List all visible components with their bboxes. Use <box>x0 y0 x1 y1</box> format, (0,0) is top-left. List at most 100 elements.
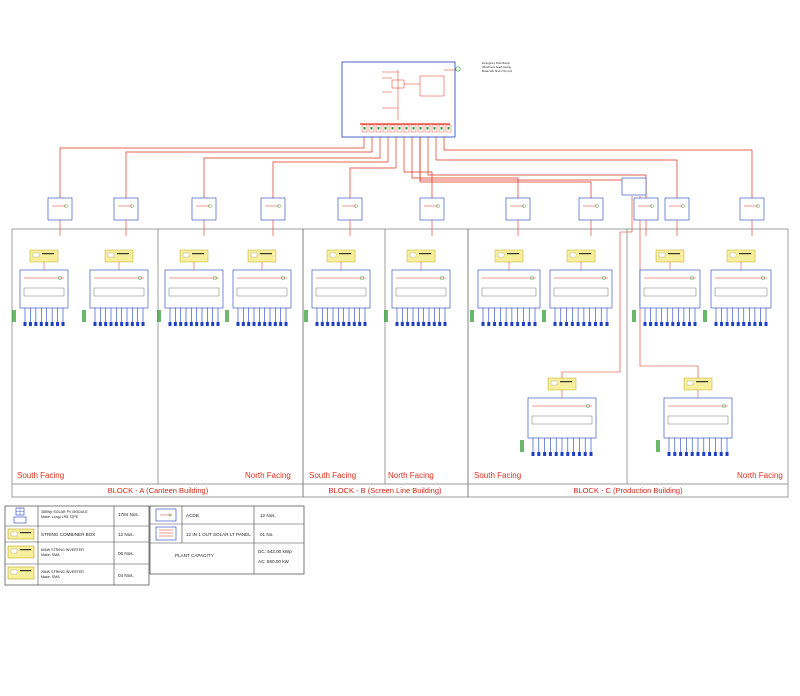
fuse-strip <box>531 415 593 425</box>
pv-string <box>411 322 415 326</box>
pv-string <box>336 322 340 326</box>
acdb-indicator <box>681 204 685 208</box>
pv-string <box>720 322 724 326</box>
inverter-unit <box>384 249 451 326</box>
acdb-indicator <box>595 204 599 208</box>
inverter-slot <box>739 253 751 255</box>
inverter-unit <box>542 249 613 326</box>
string-marker <box>225 310 229 322</box>
feeder-cable <box>203 132 381 198</box>
pv-string <box>263 322 267 326</box>
pv-string <box>358 322 362 326</box>
inverter-slot <box>117 253 129 255</box>
breaker-indicator <box>433 127 436 130</box>
emergency-note-2: (Mushroom head) having <box>482 65 511 69</box>
combiner-box-icon <box>7 528 35 540</box>
acdb-indicator <box>64 204 68 208</box>
emergency-note-1: Emergency Push Button <box>482 61 511 65</box>
block-b-south-label: South Facing <box>309 471 356 480</box>
inverter-unit <box>632 249 701 326</box>
fuse-strip <box>643 287 697 297</box>
pv-string <box>725 322 729 326</box>
pv-string <box>599 322 603 326</box>
pv-string <box>236 322 240 326</box>
fuse-strip <box>553 287 609 297</box>
block-a-north-label: North Facing <box>245 471 291 480</box>
legend-combiner-qty: 12 Nos. <box>118 532 134 537</box>
breaker-indicator <box>440 127 443 130</box>
pv-string <box>125 322 129 326</box>
pv-string <box>363 322 367 326</box>
pv-string <box>572 452 576 456</box>
feeder-cable <box>435 132 678 198</box>
pv-string <box>104 322 108 326</box>
string-marker <box>470 310 474 322</box>
pv-string <box>560 452 564 456</box>
pv-string <box>577 452 581 456</box>
combiner-indicator <box>212 276 217 281</box>
pv-string <box>39 322 43 326</box>
pv-string <box>416 322 420 326</box>
inverter-slot <box>696 381 708 383</box>
fuse-strip <box>93 287 145 297</box>
pv-string <box>205 322 209 326</box>
pv-string <box>708 452 712 456</box>
inverter-unit <box>82 249 149 326</box>
pv-string <box>498 322 502 326</box>
combiner-indicator <box>690 276 695 281</box>
feeder-cable <box>403 132 433 198</box>
pv-string <box>753 322 757 326</box>
breaker-indicator <box>384 127 387 130</box>
inverter-unit <box>703 249 772 326</box>
pv-module-icon <box>13 507 27 524</box>
block-a-title: BLOCK - A (Canteen Building) <box>108 486 209 495</box>
inverter-unit <box>520 377 597 456</box>
combiner-indicator <box>602 276 607 281</box>
inverter-slot <box>507 253 519 255</box>
combiner-indicator <box>281 276 286 281</box>
plant-capacity-ac: AC: 560.00 kW <box>258 559 290 564</box>
pv-string <box>719 452 723 456</box>
legend-pv-name-1: 385Wp SOLAR PV MODULE <box>41 510 88 514</box>
fuse-strip <box>481 287 537 297</box>
acdb-indicator <box>522 204 526 208</box>
string-marker <box>304 310 308 322</box>
pv-string <box>684 452 688 456</box>
pv-string <box>56 322 60 326</box>
lt-panel-icon <box>155 526 177 541</box>
pv-string <box>714 322 718 326</box>
pv-string <box>693 322 697 326</box>
acdb-box <box>260 197 286 221</box>
acdb-box <box>191 197 217 221</box>
pv-string <box>326 322 330 326</box>
acdb-box <box>113 197 139 221</box>
acdb-indicator <box>650 204 654 208</box>
string-marker <box>656 440 660 452</box>
pv-string <box>342 322 346 326</box>
pv-string <box>136 322 140 326</box>
pv-string <box>649 322 653 326</box>
legend-table-left: 385Wp SOLAR PV MODULE Make: Longi LR5-72… <box>4 505 150 586</box>
feeder-cable <box>419 132 592 198</box>
legend-ltpanel-name: 12 IN 1 OUT SOLAR LT PANEL <box>186 532 251 537</box>
inverter-60kw-icon <box>7 545 35 559</box>
legend-inv60-qty: 06 Nos. <box>118 551 134 556</box>
feeder-cable <box>443 132 753 198</box>
string-marker <box>632 310 636 322</box>
pv-string <box>533 322 537 326</box>
feeder-cable <box>419 132 632 181</box>
pv-string <box>702 452 706 456</box>
emergency-button-icon <box>455 66 461 72</box>
pv-string <box>576 322 580 326</box>
acdb-box <box>47 197 73 221</box>
fuse-strip <box>714 287 768 297</box>
inverter-display <box>658 252 666 258</box>
inverter-slot <box>579 253 591 255</box>
block-b-title: BLOCK - B (Screen Line Building) <box>329 486 442 495</box>
pv-string <box>61 322 65 326</box>
pv-string <box>548 452 552 456</box>
block-frames <box>11 228 789 498</box>
string-marker <box>703 310 707 322</box>
pv-string <box>736 322 740 326</box>
pv-string <box>315 322 319 326</box>
